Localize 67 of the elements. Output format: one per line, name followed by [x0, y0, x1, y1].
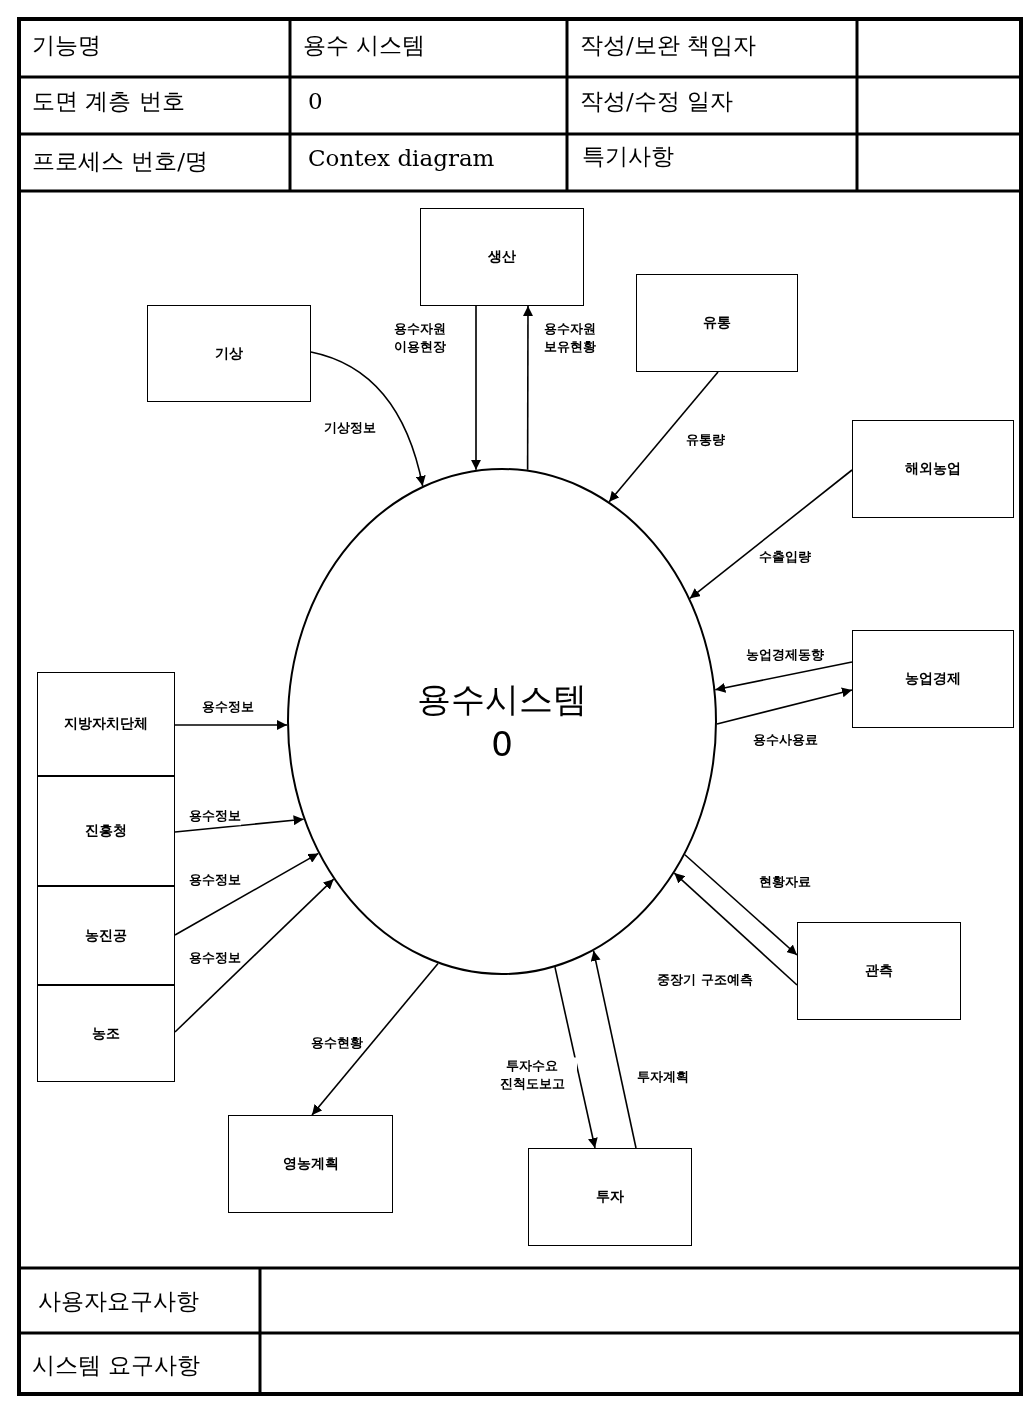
entity-name: 농진공: [85, 926, 127, 945]
data-flow-arrow: [689, 469, 853, 600]
data-flow-arrow: [310, 351, 426, 487]
field-value: 0: [308, 88, 323, 114]
row-header: 도면 계층 번호: [32, 86, 185, 116]
entity-box: [37, 886, 175, 985]
entity-box: [228, 1115, 393, 1213]
entity-box: [147, 305, 311, 402]
entity-box: [852, 420, 1014, 518]
edge-label: 중장기 구조예측: [657, 971, 753, 989]
data-flow-arrow: [608, 371, 719, 503]
entity-name: 기상: [215, 344, 243, 363]
data-flow-arrow: [673, 872, 798, 986]
edge-label: 용수정보: [189, 871, 241, 889]
entity-box: [420, 208, 584, 306]
data-flow-arrow: [554, 966, 598, 1149]
edge-label: 현황자료: [759, 873, 811, 891]
data-flow-arrow: [174, 815, 305, 833]
entity-name: 투자: [596, 1188, 624, 1206]
field-value: 작성/수정 일자: [580, 86, 734, 116]
data-flow-arrow: [523, 305, 533, 471]
entity-box: [37, 776, 175, 886]
entity-box: [37, 985, 175, 1082]
edge-label: 투자계획: [637, 1068, 689, 1086]
process-circle: [287, 468, 717, 975]
edge-label: 용수정보: [202, 698, 254, 716]
field-value: 용수 시스템: [303, 30, 426, 60]
entity-name: 생산: [488, 248, 516, 266]
data-flow-arrow: [716, 687, 853, 725]
entity-box: [852, 630, 1014, 728]
data-flow-arrow: [714, 661, 853, 693]
entity-box: [528, 1148, 692, 1246]
edge-label: 용수정보: [189, 807, 241, 825]
data-flow-arrow: [684, 853, 798, 956]
field-value: 작성/보완 책임자: [580, 30, 757, 60]
field-value: Contex diagram: [308, 145, 495, 171]
entity-box: [37, 672, 175, 776]
data-flow-arrow: [311, 962, 439, 1116]
entity-name: 유통: [703, 314, 731, 332]
entity-name: 지방자치단체: [64, 715, 148, 733]
process-number: 0: [491, 722, 513, 766]
field-value: 특기사항: [582, 141, 674, 171]
entity-box: [636, 274, 798, 372]
row-header: 시스템 요구사항: [32, 1350, 201, 1380]
edge-label: 용수사용료: [752, 731, 818, 749]
data-flow-arrow: [590, 950, 637, 1149]
row-header: 프로세스 번호/명: [32, 146, 209, 176]
data-flow-arrow: [174, 852, 320, 936]
entity-name: 영농계획: [282, 1155, 339, 1173]
entity-name: 농조: [92, 1024, 120, 1043]
entity-box: [797, 922, 961, 1020]
data-flow-arrow: [174, 878, 335, 1033]
row-header: 사용자요구사항: [38, 1286, 199, 1316]
edge-label: 수출입량: [759, 548, 811, 566]
entity-name: 해외농업: [905, 460, 961, 478]
edge-label: 농업경제동향: [746, 646, 824, 664]
edge-label: 유통량: [685, 431, 725, 449]
edge-label: 기상정보: [324, 419, 376, 437]
data-flow-arrow: [174, 720, 288, 730]
entity-name: 진흥청: [85, 822, 127, 840]
entity-name: 농업경제: [905, 670, 961, 688]
entity-name: 관측: [865, 962, 893, 980]
data-flow-arrow: [471, 305, 481, 471]
edge-label: 용수정보: [189, 949, 241, 967]
row-header: 기능명: [32, 30, 101, 60]
process-name: 용수시스템: [417, 678, 587, 722]
edge-label: 용수현황: [311, 1034, 363, 1052]
